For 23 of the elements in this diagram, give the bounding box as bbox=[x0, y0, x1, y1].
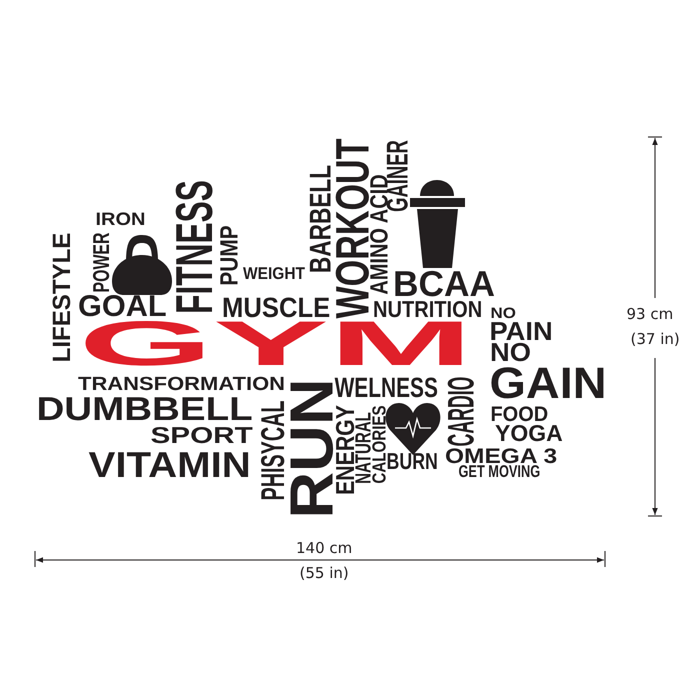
word: DUMBBELL bbox=[36, 392, 252, 424]
word: GOAL bbox=[78, 292, 166, 322]
dimension-label: (37 in) bbox=[630, 332, 680, 346]
dimension-label: 93 cm bbox=[626, 306, 674, 322]
word: LIFESTYLE bbox=[49, 232, 74, 362]
word: IRON bbox=[95, 210, 145, 228]
word: WELNESS bbox=[334, 374, 438, 402]
word: MUSCLE bbox=[222, 294, 330, 322]
word: VITAMIN bbox=[88, 447, 250, 483]
word: WEIGHT bbox=[243, 264, 305, 282]
word: BARBELL bbox=[306, 164, 336, 274]
dimension-label: (55 in) bbox=[300, 566, 349, 580]
dimension-label: 140 cm bbox=[296, 540, 352, 556]
word: SPORT bbox=[150, 424, 252, 446]
word: PHISYCAL bbox=[255, 400, 288, 500]
word: POWER bbox=[89, 232, 112, 292]
word: NO bbox=[490, 306, 516, 320]
word: BURN bbox=[386, 450, 438, 472]
word: YOGA bbox=[495, 422, 563, 444]
word: TRANSFORMATION bbox=[78, 374, 285, 394]
word: CARDIO bbox=[442, 376, 480, 446]
word: GAIN bbox=[489, 362, 607, 406]
word: FOOD bbox=[490, 404, 548, 424]
